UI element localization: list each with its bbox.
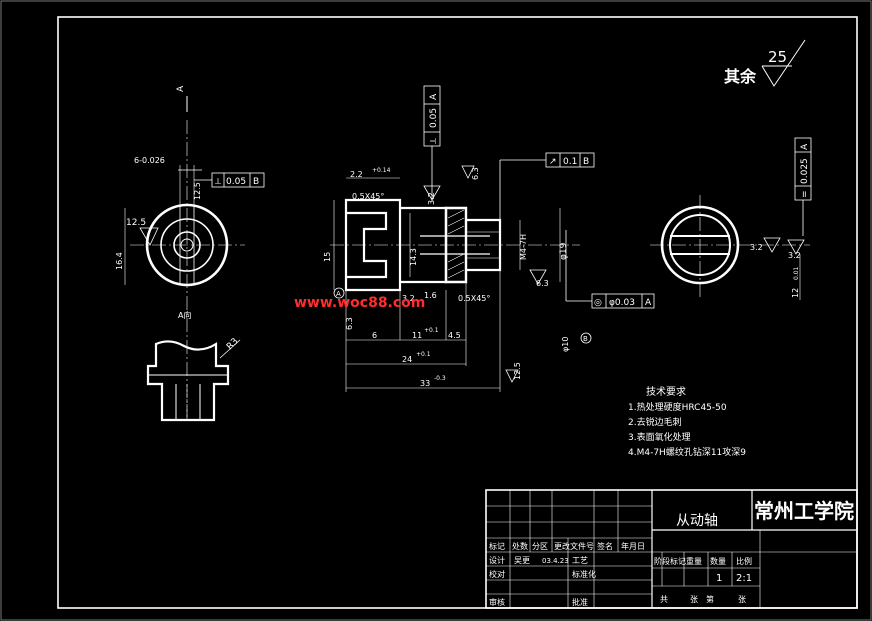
lbl-approve2: 批准 (572, 597, 588, 607)
dim-33: 33 (420, 379, 430, 388)
tol-value-conc: φ0.03 (609, 298, 635, 308)
hdr-sign: 签名 (597, 541, 613, 551)
tol-symbol-horiz: ↗ (549, 157, 557, 167)
tech-item-4: 4.M4-7H螺纹孔钻深11攻深9 (628, 446, 746, 458)
lbl-design: 设计 (489, 555, 505, 565)
sheet-num-unit: 张 (738, 595, 746, 604)
dim-143: 14.3 (409, 248, 418, 266)
sheet-total-label: 共 (660, 595, 668, 604)
hdr-date: 年月日 (621, 541, 645, 551)
dim-dia10: φ10 (561, 337, 570, 352)
lbl-approve: 审核 (489, 597, 505, 607)
sym-value: 0.025 (800, 158, 810, 184)
dim-vert: 12.5 (193, 182, 202, 200)
dim-m4: M4-7H (519, 234, 528, 260)
right-dim-12-tol: 0.01 (793, 266, 800, 280)
sym-symbol: = (800, 190, 810, 198)
tech-item-2: 2.去锐边毛刺 (628, 416, 682, 428)
lbl-check: 校对 (489, 569, 505, 579)
right-dim-32a: 3.2 (750, 243, 763, 252)
lbl-standard: 标准化 (572, 569, 596, 579)
right-dim-12: 12 (791, 288, 800, 298)
tol-frame-perp-a: A 0.05 ⟂ (423, 85, 441, 200)
dim-6: 6 (372, 331, 377, 340)
sheet-num-label: 第 (706, 594, 714, 604)
section-label-a: A (176, 85, 186, 92)
left-tol-symbol: ⟂ (215, 177, 221, 187)
dim-22-tol: +0.14 (372, 167, 391, 174)
tech-item-1: 1.热处理硬度HRC45-50 (628, 401, 727, 413)
title-block (485, 489, 858, 609)
dim-15: 15 (323, 252, 332, 262)
sheet-total-unit: 张 (690, 595, 698, 604)
hdr-zone: 分区 (532, 542, 548, 551)
hdr-qty: 数量 (710, 556, 726, 566)
left-tol-value: 0.05 (226, 177, 246, 187)
part-name: 从动轴 (676, 513, 718, 529)
val-scale: 2:1 (736, 573, 752, 584)
right-end-view: A 0.025 = 3.2 3.2 12 0.01 (650, 137, 812, 300)
dim-33-tol: -0.3 (434, 375, 446, 382)
roughness-note: 其余 25 (724, 39, 806, 87)
hdr-weight: 重量 (686, 556, 702, 566)
dim-32-bottom: 3.2 (402, 294, 415, 303)
val-quantity: 1 (716, 573, 722, 584)
technical-requirements: 技术要求 1.热处理硬度HRC45-50 2.去锐边毛刺 3.表面氧化处理 4.… (628, 385, 746, 458)
datum-a-label: A (336, 290, 341, 298)
tol-frame-concentric: ◎ φ0.03 A (565, 230, 655, 309)
drawing-frame (57, 16, 858, 609)
hdr-scale: 比例 (736, 556, 752, 566)
dim-chamfer-2: 0.5X45° (458, 294, 490, 303)
datum-b-label: B (583, 335, 588, 343)
dim-24: 24 (402, 355, 412, 364)
dim-dia19: φ19 (559, 242, 569, 260)
sym-datum: A (800, 143, 810, 150)
hdr-stage: 阶段标记 (654, 556, 686, 566)
tech-item-3: 3.表面氧化处理 (628, 431, 691, 443)
dim-63-left: 6.3 (345, 317, 354, 330)
dim-11-tol: +0.1 (424, 327, 439, 334)
tol-datum-horiz: B (583, 157, 589, 167)
lbl-process: 工艺 (572, 556, 588, 565)
tol-datum-conc: A (645, 298, 652, 308)
dim-45: 4.5 (448, 331, 461, 340)
tol-frame-symmetry: A 0.025 = (794, 137, 812, 236)
dim-16: 1.6 (424, 291, 437, 300)
view-label-a-dir: A向 (178, 310, 191, 320)
watermark-text: www.woc88.com (294, 295, 425, 311)
dim-dia-left: 16.4 (115, 252, 124, 270)
hdr-count: 处数 (512, 541, 528, 551)
tol-symbol-conc: ◎ (594, 298, 602, 308)
dim-11: 11 (412, 331, 422, 340)
left-end-view: A 6-0.026 ⟂ 0.05 B 12.5 12.5 16.4 A向 (115, 85, 265, 420)
val-date: 03.4.23 (542, 557, 569, 565)
tech-title: 技术要求 (646, 385, 686, 398)
hdr-change-doc: 更改文件号 (554, 541, 594, 551)
dim-top: 6-0.026 (134, 156, 165, 165)
dim-r3: R3 (225, 337, 241, 353)
title-block-text: 从动轴 常州工学院 标记 处数 分区 更改文件号 签名 年月日 设计 吴更 03… (489, 499, 854, 607)
dim-small: 12.5 (126, 218, 146, 228)
school-name: 常州工学院 (754, 499, 854, 523)
hdr-mark: 标记 (489, 541, 505, 551)
right-dim-32b: 3.2 (788, 251, 801, 260)
tol-frame-runout-b: ↗ 0.1 B (499, 152, 595, 220)
dim-63-right: 6.3 (536, 279, 549, 288)
front-section-view: A 0.05 ⟂ ↗ 0.1 B ◎ φ0.03 A (323, 85, 655, 392)
a-direction-view: R3 (146, 337, 241, 422)
dim-22: 2.2 (350, 170, 363, 179)
tol-value-vert: 0.05 (429, 108, 439, 128)
val-designer: 吴更 (514, 556, 530, 565)
dim-63-top: 6.3 (471, 167, 480, 180)
tol-value-horiz: 0.1 (563, 157, 577, 167)
dim-chamfer-1: 0.5X45° (352, 192, 384, 201)
tol-symbol-vert: ⟂ (429, 138, 439, 144)
left-tol-datum: B (253, 177, 259, 187)
roughness-value: 25 (768, 48, 787, 66)
tol-datum-a: A (429, 93, 439, 100)
roughness-label: 其余 (724, 67, 757, 86)
dim-24-tol: +0.1 (416, 351, 431, 358)
